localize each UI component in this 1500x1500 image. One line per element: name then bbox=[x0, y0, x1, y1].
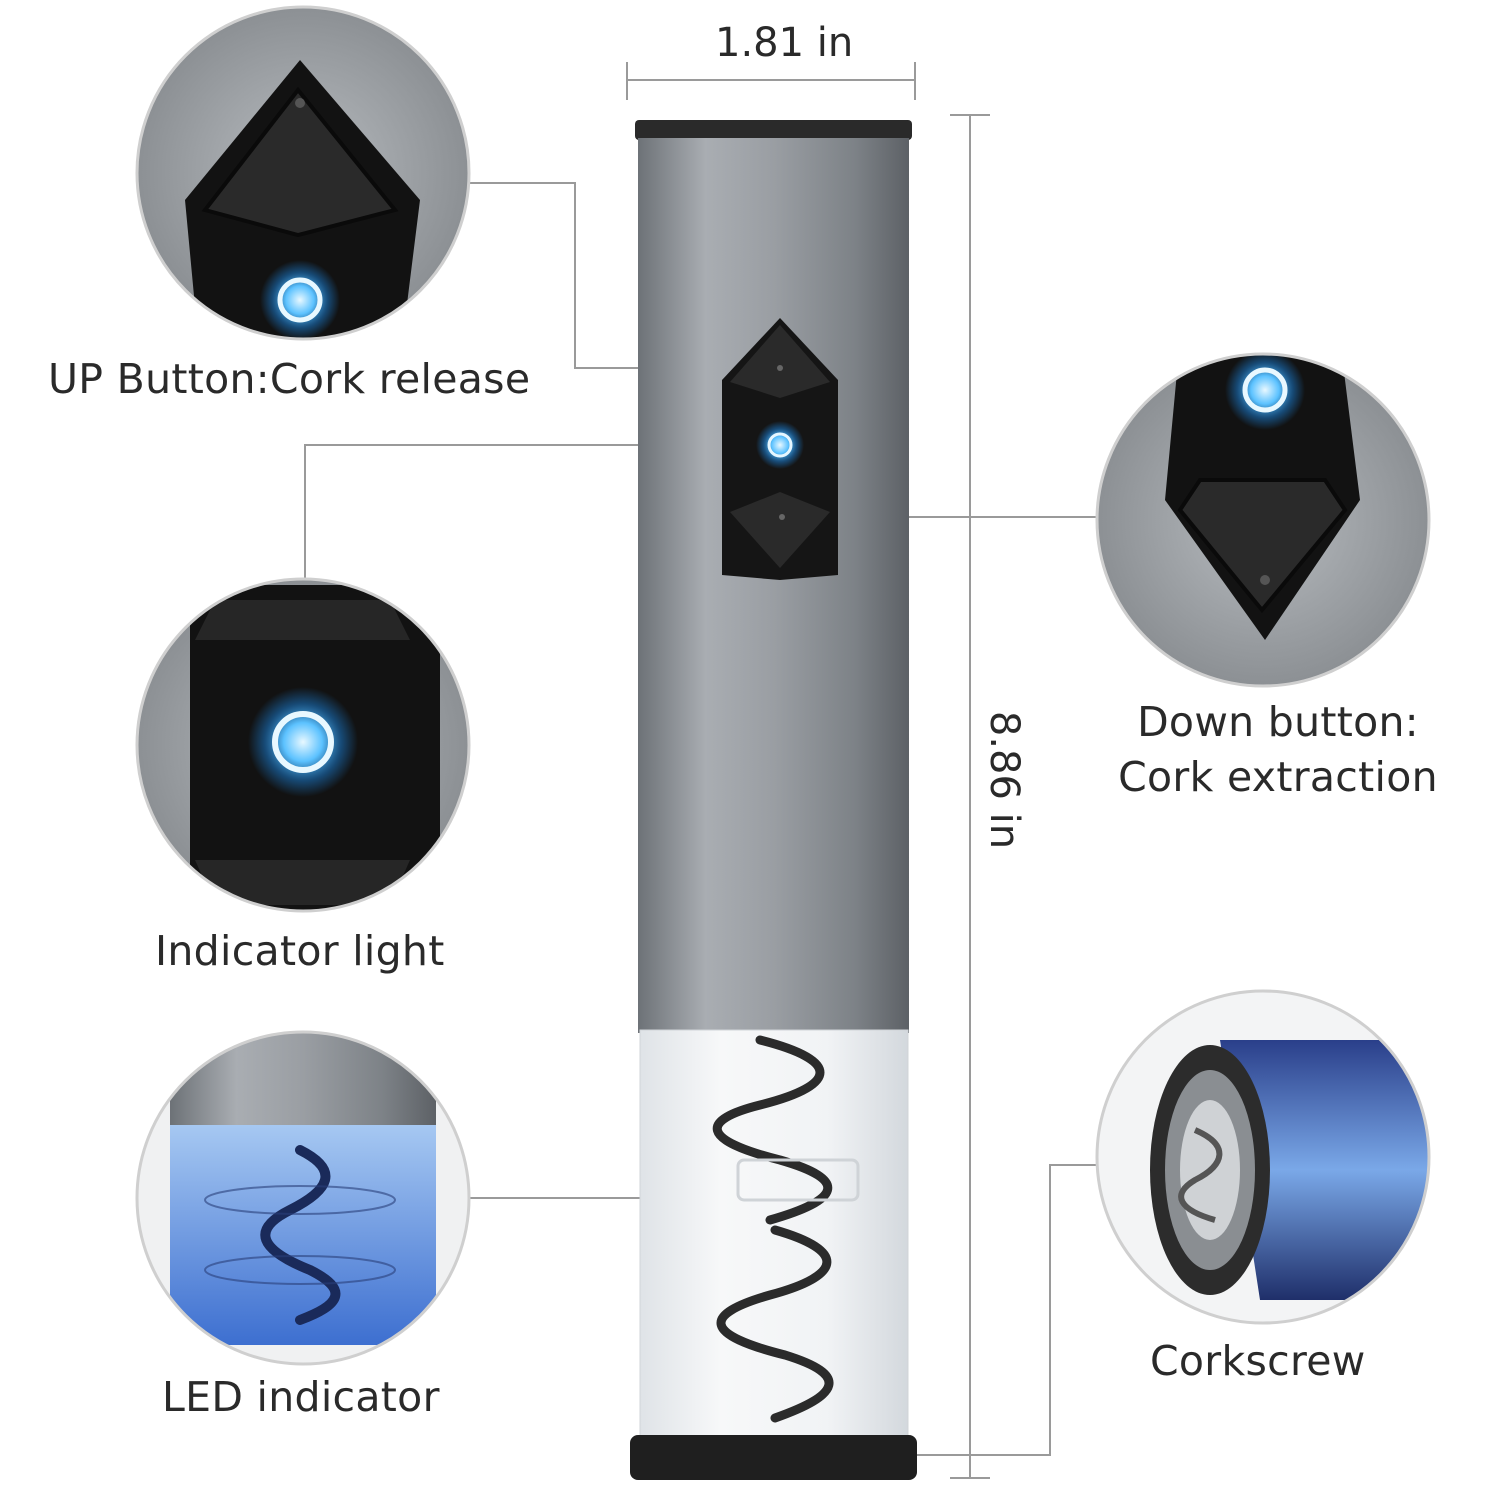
indicator-light-callout: Indicator light bbox=[155, 927, 445, 975]
zoom-up-button bbox=[137, 7, 469, 339]
zoom-corkscrew bbox=[1097, 991, 1429, 1323]
width-dimension-line bbox=[626, 62, 916, 100]
up-button-callout: UP Button:Cork release bbox=[48, 355, 531, 403]
height-dimension-label: 8.86 in bbox=[981, 710, 1027, 850]
zoom-indicator-light bbox=[137, 579, 469, 911]
down-button-callout: Down button: Cork extraction bbox=[1118, 695, 1438, 806]
down-button-callout-line1: Down button: bbox=[1137, 698, 1419, 746]
led-indicator-callout: LED indicator bbox=[162, 1373, 440, 1421]
zoom-down-button bbox=[1097, 354, 1429, 686]
corkscrew-callout: Corkscrew bbox=[1150, 1337, 1366, 1385]
down-button-callout-line2: Cork extraction bbox=[1118, 753, 1438, 802]
height-dimension-line bbox=[950, 114, 990, 1479]
width-dimension-label: 1.81 in bbox=[715, 20, 854, 66]
leader-indicator-light bbox=[304, 444, 780, 578]
wine-opener-body bbox=[630, 120, 917, 1480]
leader-corkscrew bbox=[905, 1164, 1100, 1456]
